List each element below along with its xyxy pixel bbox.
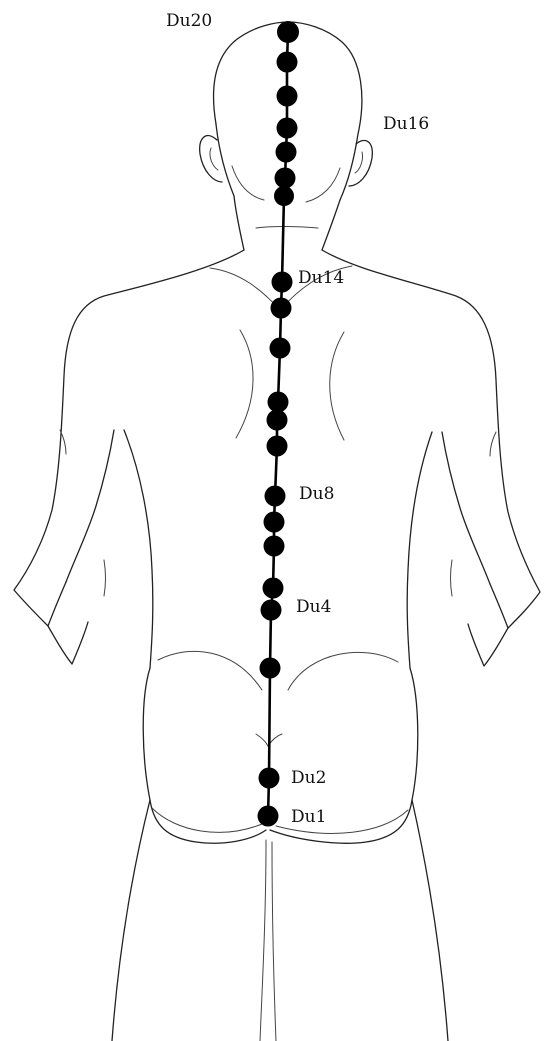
point-du4[interactable]: [261, 600, 282, 621]
label-du20: Du20: [166, 11, 212, 31]
point-du17[interactable]: [277, 118, 298, 139]
point-du1[interactable]: [258, 806, 279, 827]
point-labels: Du20 Du16 Du14 Du8 Du4 Du2 Du1: [166, 11, 429, 827]
neck-crease: [256, 227, 318, 229]
label-du4: Du4: [296, 597, 331, 617]
right-leg: [412, 800, 448, 1041]
point-du10[interactable]: [267, 410, 288, 431]
point-du18[interactable]: [277, 86, 298, 107]
neck-right: [322, 200, 340, 250]
right-inner-arm: [442, 432, 490, 584]
right-torso-side: [407, 432, 432, 668]
right-forearm-mark: [451, 560, 453, 596]
point-du13[interactable]: [271, 298, 292, 319]
left-ear-inner: [210, 148, 218, 170]
point-du16[interactable]: [276, 142, 297, 163]
occipital-left: [232, 166, 264, 200]
point-du19[interactable]: [277, 52, 298, 73]
lower-back-right: [288, 652, 398, 690]
point-du9[interactable]: [267, 436, 288, 457]
label-du8: Du8: [299, 484, 334, 504]
left-inner-arm: [66, 430, 114, 582]
label-du1: Du1: [291, 807, 326, 827]
point-du8[interactable]: [265, 486, 286, 507]
acupoints: [258, 21, 300, 827]
right-hand: [468, 624, 508, 666]
left-shoulder-arm: [14, 250, 244, 626]
label-du14: Du14: [298, 268, 344, 288]
point-du7[interactable]: [264, 512, 285, 533]
point-du20[interactable]: [277, 21, 299, 43]
point-du15[interactable]: [275, 168, 296, 189]
left-leg: [112, 800, 150, 1041]
occipital-right: [306, 168, 340, 202]
left-scapula: [236, 330, 253, 438]
point-du15b[interactable]: [274, 186, 294, 206]
right-scapula: [330, 332, 344, 440]
inner-legs: [260, 840, 266, 1041]
lower-back-left: [158, 651, 262, 690]
left-hand: [48, 622, 88, 664]
label-du2: Du2: [291, 768, 326, 788]
left-buttock: [143, 668, 266, 843]
point-du12[interactable]: [270, 338, 291, 359]
point-du5[interactable]: [263, 578, 284, 599]
point-du6[interactable]: [264, 536, 285, 557]
left-forearm-mark: [104, 560, 106, 596]
label-du16: Du16: [383, 114, 429, 134]
point-du14[interactable]: [272, 272, 293, 293]
left-gluteal-fold: [152, 808, 262, 832]
right-ear-inner: [355, 152, 363, 173]
point-du3[interactable]: [260, 658, 281, 679]
inner-legs-right: [272, 842, 276, 1041]
right-shoulder-arm: [322, 250, 540, 628]
right-elbow-mark: [490, 432, 496, 456]
neck-left: [234, 196, 244, 250]
point-du2[interactable]: [259, 768, 280, 789]
left-torso-side: [124, 430, 153, 668]
point-du11[interactable]: [268, 392, 289, 413]
